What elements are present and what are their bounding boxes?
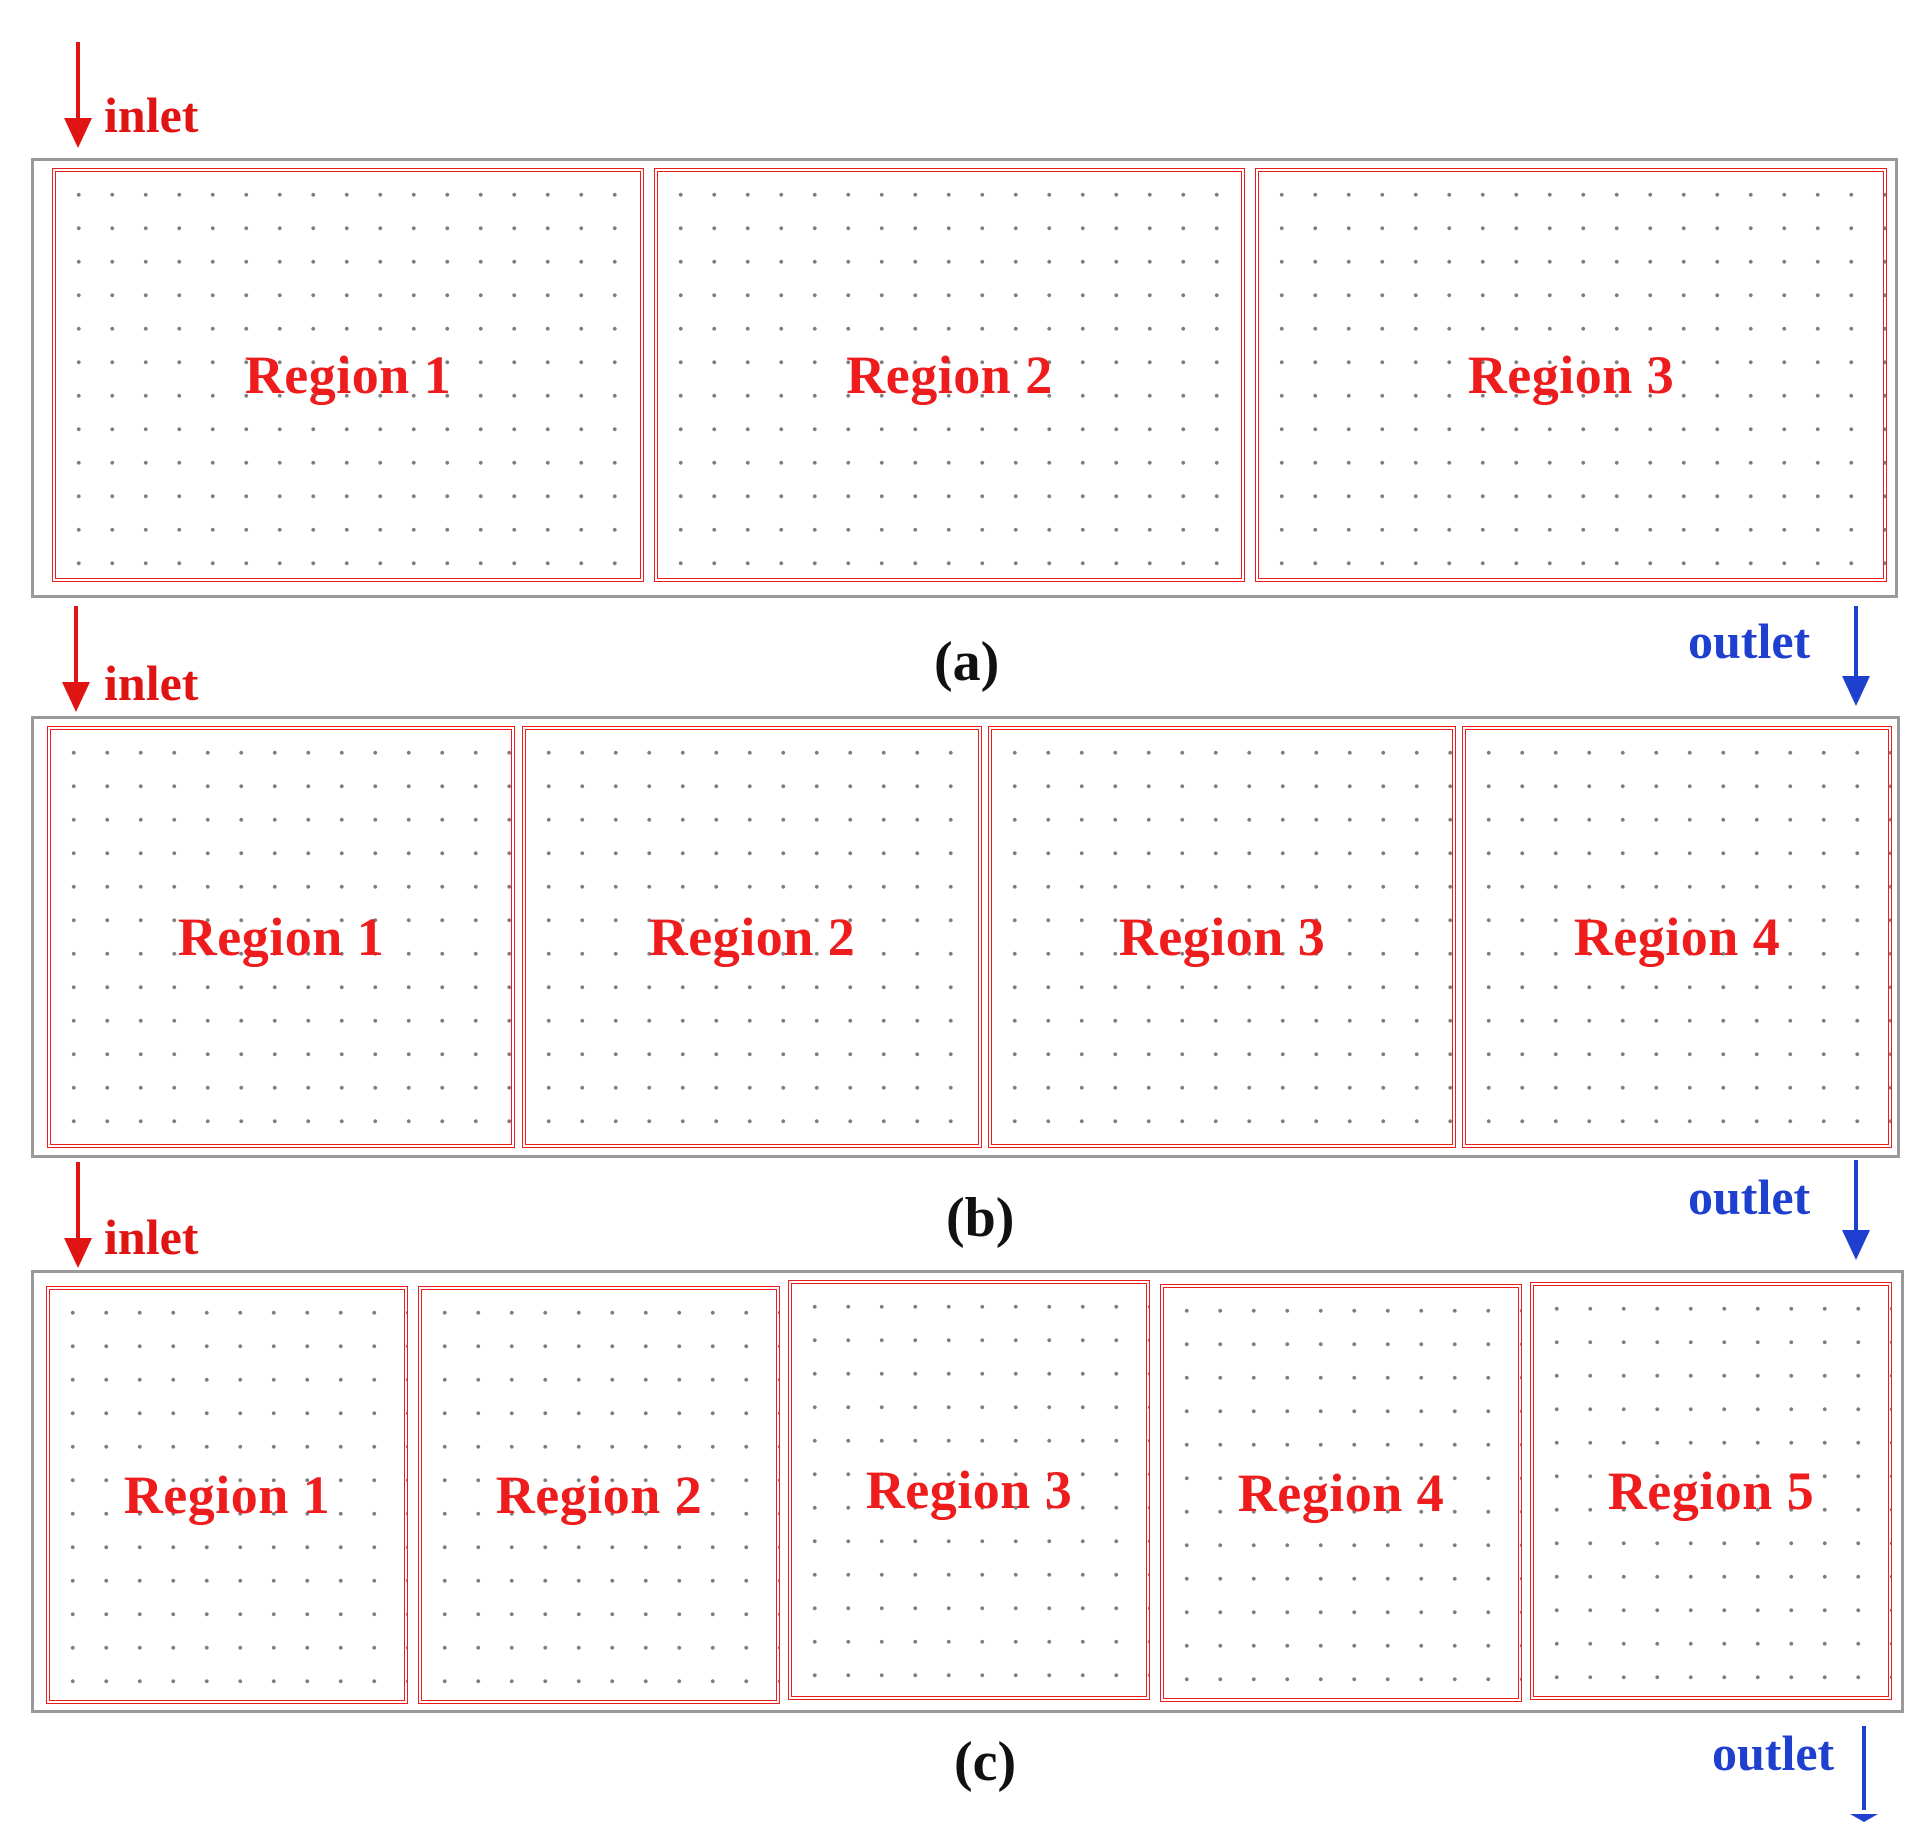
region-label: Region 3: [1467, 345, 1675, 405]
region-2: Region 2: [654, 168, 1245, 582]
panel-caption: (c): [954, 1731, 1017, 1793]
inlet-arrow-icon: [64, 42, 92, 148]
region-label: Region 2: [648, 907, 856, 967]
inlet-label: inlet: [104, 1209, 199, 1265]
region-label: Region 4: [1573, 907, 1781, 967]
outlet-label: outlet: [1688, 1169, 1811, 1225]
inlet-arrow-icon: [64, 1162, 92, 1268]
region-label: Region 2: [495, 1465, 703, 1525]
region-label: Region 1: [123, 1465, 331, 1525]
region-2: Region 2: [522, 726, 982, 1148]
region-label: Region 3: [865, 1460, 1073, 1520]
outlet-arrow-icon: [1842, 606, 1870, 706]
panel-caption: (a): [934, 631, 1000, 693]
outlet-label: outlet: [1712, 1725, 1835, 1781]
region-3: Region 3: [788, 1280, 1150, 1700]
region-label: Region 1: [177, 907, 385, 967]
region-label: Region 2: [846, 345, 1053, 405]
inlet-label: inlet: [104, 655, 199, 711]
region-4: Region 4: [1160, 1284, 1522, 1702]
region-4: Region 4: [1462, 726, 1892, 1148]
outlet-arrow-icon: [1850, 1726, 1878, 1822]
panel-caption: (b): [946, 1187, 1015, 1249]
region-5: Region 5: [1530, 1282, 1892, 1700]
inlet-label: inlet: [104, 87, 199, 143]
region-label: Region 5: [1607, 1461, 1815, 1521]
region-label: Region 4: [1237, 1463, 1445, 1523]
outlet-label: outlet: [1688, 613, 1811, 669]
outlet-arrow-icon: [1842, 1160, 1870, 1260]
region-2: Region 2: [418, 1286, 780, 1704]
region-1: Region 1: [46, 1286, 408, 1704]
region-3: Region 3: [1255, 168, 1887, 582]
inlet-arrow-icon: [62, 606, 90, 712]
region-1: Region 1: [47, 726, 515, 1148]
region-label: Region 1: [244, 345, 452, 405]
region-label: Region 3: [1118, 907, 1326, 967]
region-3: Region 3: [988, 726, 1456, 1148]
region-1: Region 1: [52, 168, 644, 582]
